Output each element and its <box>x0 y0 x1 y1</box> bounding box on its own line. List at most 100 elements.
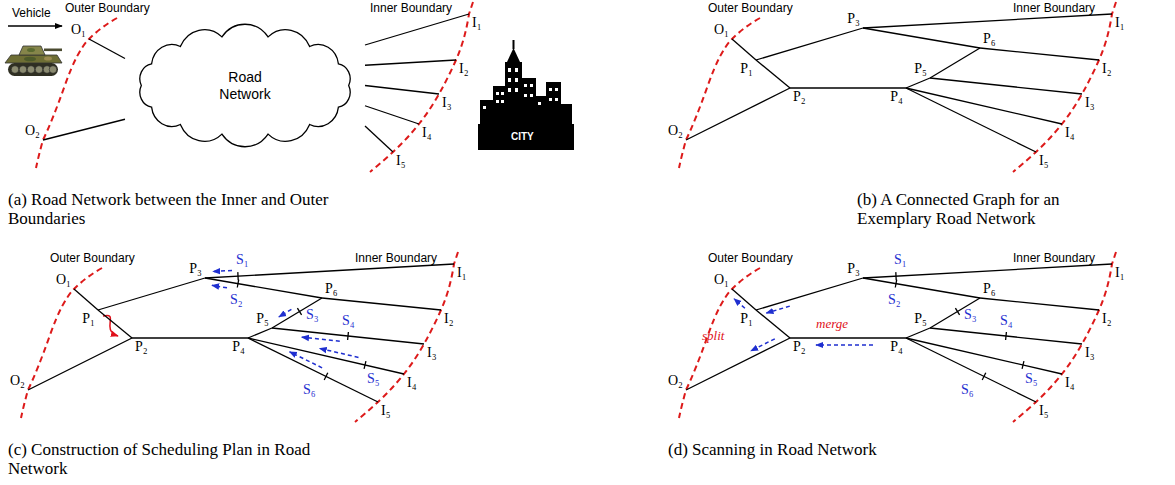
graph-vertex: I₃ <box>1082 94 1098 112</box>
boundary-name: Inner Boundary <box>1013 1 1095 16</box>
flow-arrow <box>302 337 340 341</box>
graph-vertex: O₁ <box>53 271 74 289</box>
flow-arrow <box>279 309 292 317</box>
graph-edge <box>980 298 1099 310</box>
graph-vertex: I₄ <box>404 374 420 392</box>
vertex-text: I₄ <box>1065 375 1075 391</box>
boundary-name: Outer Boundary <box>50 251 135 266</box>
flow-arrow <box>212 285 227 288</box>
subfigure-caption: (b) A Connected Graph for an Exemplary R… <box>857 190 1119 228</box>
vertex-text: I₁ <box>1115 265 1125 281</box>
subfigure-caption: (c) Construction of Scheduling Plan in R… <box>8 440 328 478</box>
graph-edge <box>74 289 98 310</box>
graph-edge <box>732 39 756 60</box>
graph-vertex: P₂ <box>132 338 151 356</box>
vertex-text: I₄ <box>422 125 432 141</box>
vertex-text: O₂ <box>668 373 683 389</box>
flow-arrow <box>213 271 232 272</box>
vertex-text: O₂ <box>668 123 683 139</box>
graph-edge <box>756 28 863 60</box>
graph-edge <box>906 338 1062 374</box>
skyline-icon <box>478 40 574 150</box>
sensor-tag: S₄ <box>1000 313 1013 329</box>
graph-edge <box>205 278 322 298</box>
vertex-text: P₅ <box>914 311 927 327</box>
sensor-tag: S₂ <box>888 292 901 308</box>
graph-edge <box>906 78 930 88</box>
boundary-name: Outer Boundary <box>708 251 793 266</box>
sensor-tag: S₁ <box>236 252 249 268</box>
boundary-name: Inner Boundary <box>1013 1 1095 16</box>
boundary-name: Inner Boundary <box>370 1 452 16</box>
vertex-text: I₃ <box>1085 95 1095 111</box>
graph-edge <box>132 337 248 338</box>
boundary-name: Outer Boundary <box>708 251 793 266</box>
graph-vertex: P₅ <box>253 310 272 328</box>
boundary-name: Outer Boundary <box>708 1 793 16</box>
sensor-tag: S₃ <box>964 307 977 323</box>
boundary-name: Inner Boundary <box>370 1 452 16</box>
graph-edge <box>248 338 404 374</box>
vertex-text: I₁ <box>472 15 482 31</box>
vertex-text: P₆ <box>325 281 338 297</box>
vertex-text: I₃ <box>427 345 437 361</box>
vertex-text: P₂ <box>793 89 806 105</box>
skyline-tag: CITY <box>511 131 534 143</box>
vertex-text: I₅ <box>381 403 391 419</box>
sensor-tag: S₁ <box>236 252 249 268</box>
cloud-outline <box>140 24 350 146</box>
sensor-tag: S₄ <box>342 313 355 329</box>
sensor-tag: S₂ <box>230 292 243 308</box>
vertex-text: I₁ <box>1115 15 1125 31</box>
subfigure-caption: (a) Road Network between the Inner and O… <box>8 190 380 228</box>
graph-edge <box>686 338 790 390</box>
sensor-tag: S₆ <box>961 382 974 398</box>
graph-vertex: I₂ <box>456 60 472 78</box>
vertex-text: O₁ <box>714 22 729 38</box>
graph-edge <box>930 298 980 328</box>
graph-vertex: I₁ <box>1112 14 1128 32</box>
graph-vertex: P₅ <box>911 60 930 78</box>
graph-vertex: P₁ <box>79 310 98 328</box>
graph-vertex: P₂ <box>790 338 809 356</box>
sensor-tag: S₃ <box>306 307 319 323</box>
vertex-text: O₂ <box>25 123 40 139</box>
vertex-text: P₃ <box>189 261 202 277</box>
scan-marks <box>734 272 1024 380</box>
graph-vertex: I₂ <box>441 310 457 328</box>
sensor-tag: S₁ <box>894 252 907 268</box>
graph-vertex: I₄ <box>419 124 435 142</box>
sensor-tag: S₆ <box>303 382 316 398</box>
boundary-name: Outer Boundary <box>708 1 793 16</box>
boundary-arc <box>36 2 473 172</box>
graph-vertex: I₁ <box>469 14 485 32</box>
tank-icon <box>5 46 62 76</box>
sensor-tag: S₆ <box>961 382 974 398</box>
graph-vertex: P₆ <box>980 30 999 48</box>
vertex-text: P₄ <box>890 89 903 105</box>
graph-vertex: P₅ <box>911 310 930 328</box>
graph-edge <box>248 328 272 338</box>
graph-edge <box>365 60 456 65</box>
sensor-tag: S₃ <box>964 307 977 323</box>
graph-edge <box>322 298 441 310</box>
sensor-tag: S₅ <box>367 371 380 387</box>
vertex-text: I₅ <box>396 153 406 169</box>
graph-edge <box>930 328 1082 344</box>
graph-edge <box>43 119 125 140</box>
graph-vertex: P₄ <box>229 338 248 356</box>
sensor-tag: S₃ <box>306 307 319 323</box>
sensor-tag: S₄ <box>342 313 355 329</box>
vertex-text: O₁ <box>56 272 71 288</box>
graph-vertex: O₁ <box>711 21 732 39</box>
flow-note: merge <box>816 316 848 331</box>
vertex-text: I₃ <box>1085 345 1095 361</box>
graph-edge <box>863 278 980 298</box>
graph-vertex: I₄ <box>1062 124 1078 142</box>
graph-edge <box>365 14 469 45</box>
graph-edge <box>930 78 1082 94</box>
skyline-tag: CITY <box>511 131 534 143</box>
subfigure-caption: (d) Scanning in Road Network <box>668 440 1168 459</box>
schedule-marks <box>103 271 366 381</box>
graph-edge <box>980 48 1099 60</box>
